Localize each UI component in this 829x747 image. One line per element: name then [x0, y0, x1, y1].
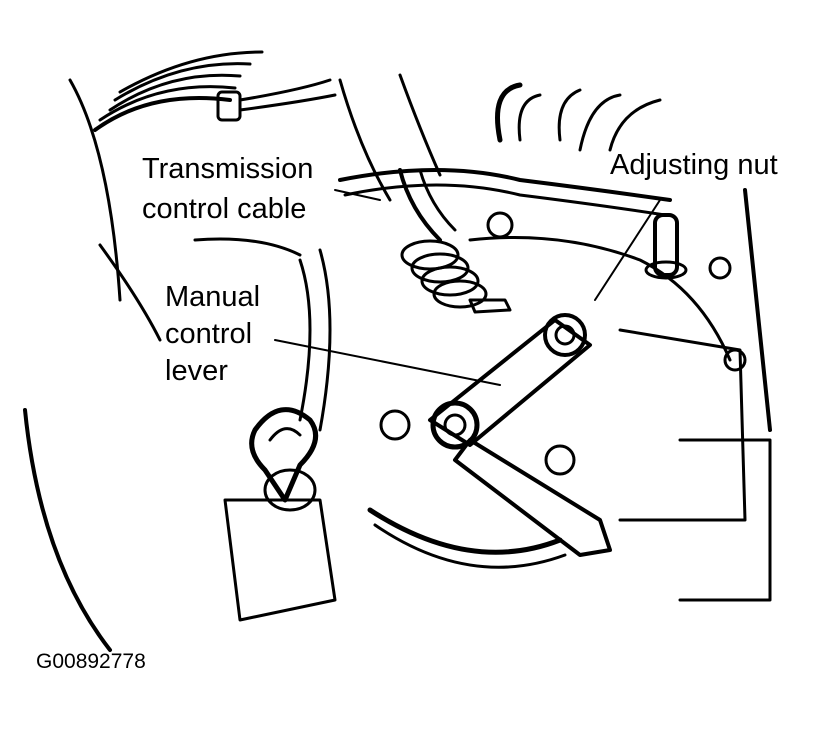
figure-id: G00892778 — [36, 650, 146, 673]
transmission-control-cable-label-line1: Transmission — [142, 153, 314, 185]
adjusting-nut-stud — [653, 213, 679, 277]
dipstick-handle — [249, 407, 319, 503]
adjusting-nut-label: Adjusting nut — [610, 149, 778, 181]
manual-control-lever — [428, 318, 592, 447]
bolt — [379, 409, 411, 441]
left-housing-curve — [68, 78, 122, 302]
leader-cable — [334, 189, 381, 201]
manual-control-lever-label-line3: lever — [165, 355, 228, 387]
hose — [495, 82, 523, 143]
transmission-control-cable-label-line2: control cable — [142, 193, 307, 225]
manual-control-lever-label-line2: control — [165, 318, 253, 350]
manual-control-lever-label-line1: Manual — [165, 281, 261, 313]
leader-nut — [594, 199, 661, 301]
lever-arm — [453, 438, 612, 557]
control-cable — [338, 168, 672, 202]
leader-lever — [274, 339, 501, 386]
wiring-harness — [93, 96, 232, 132]
